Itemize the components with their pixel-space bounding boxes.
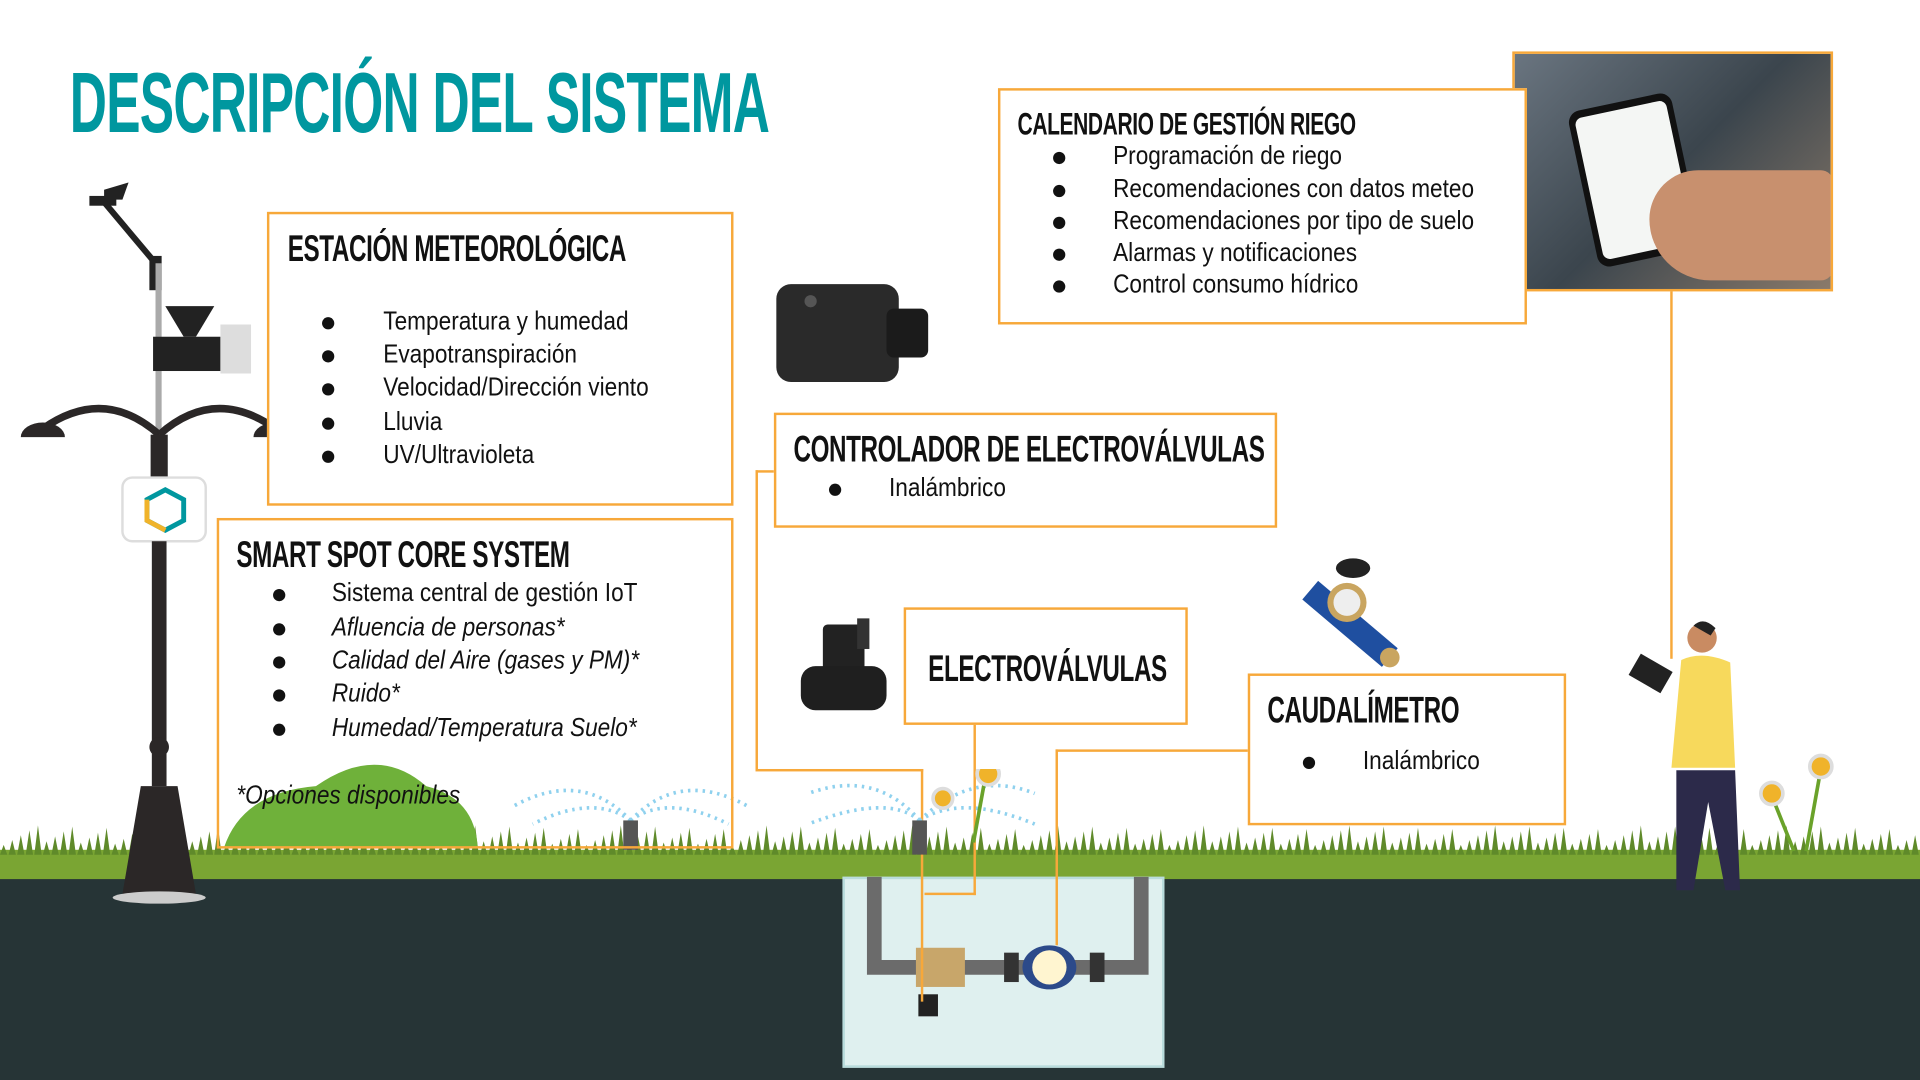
controller-image	[776, 284, 929, 383]
bullet-icon	[1053, 184, 1066, 198]
list-item: Programación de riego	[1113, 142, 1343, 171]
connector-line	[1670, 291, 1673, 659]
flowers-icon	[1758, 753, 1834, 852]
options-note: *Opciones disponibles	[236, 781, 461, 810]
bullet-icon	[322, 317, 335, 330]
weather-station-panel: ESTACIÓN METEOROLÓGICA	[266, 211, 734, 506]
list-item: Control consumo hídrico	[1113, 270, 1359, 299]
bullet-icon	[1053, 280, 1066, 293]
bullet-icon	[273, 656, 286, 669]
panel-heading: ESTACIÓN METEOROLÓGICA	[287, 228, 627, 270]
list-item: UV/Ultravioleta	[383, 440, 535, 469]
list-item: Velocidad/Dirección viento	[383, 373, 649, 402]
sprinkler-icon	[807, 768, 1036, 855]
bullet-icon	[273, 623, 286, 636]
electrovalves-panel: ELECTROVÁLVULAS	[903, 607, 1188, 725]
panel-heading: CONTROLADOR DE ELECTROVÁLVULAS	[793, 429, 1265, 471]
page-title: DESCRIPCIÓN DEL SISTEMA	[69, 55, 770, 151]
connector-line	[920, 768, 924, 1002]
weather-station-lamppost-icon	[20, 182, 298, 904]
flow-meter-image	[1302, 558, 1400, 668]
bullet-icon	[828, 483, 842, 496]
panel-heading: CAUDALÍMETRO	[1267, 690, 1460, 732]
bullet-icon	[1302, 756, 1316, 769]
connector-line	[755, 470, 758, 771]
connector-line	[1055, 749, 1249, 752]
connector-line	[755, 768, 924, 772]
panel-heading: SMART SPOT CORE SYSTEM	[236, 535, 570, 576]
bullet-icon	[322, 417, 335, 430]
hand	[1649, 170, 1831, 281]
bullet-icon	[322, 350, 335, 363]
pipe-assembly-icon	[866, 876, 1149, 1017]
panel-heading: ELECTROVÁLVULAS	[928, 648, 1167, 690]
panel-heading: CALENDARIO DE GESTIÓN RIEGO	[1017, 105, 1357, 143]
connector-line	[1055, 749, 1058, 946]
bullet-icon	[322, 383, 335, 396]
electrovalve-image	[800, 618, 887, 711]
bullet-icon	[322, 450, 335, 463]
list-item: Inalámbrico	[1362, 746, 1480, 776]
connector-line	[973, 723, 976, 896]
valve-controller-panel: CONTROLADOR DE ELECTROVÁLVULAS	[773, 412, 1278, 528]
connector-line	[755, 470, 774, 473]
bullet-icon	[1053, 216, 1066, 229]
list-item: Sistema central de gestión IoT	[331, 579, 638, 608]
list-item: Ruido*	[331, 679, 400, 708]
phone-app-photo	[1512, 51, 1834, 292]
bush-icon	[224, 764, 478, 848]
bullet-icon	[273, 723, 286, 736]
list-item: Inalámbrico	[888, 473, 1006, 503]
bullet-icon	[273, 689, 286, 702]
bullet-icon	[1053, 248, 1066, 261]
list-item: Temperatura y humedad	[383, 307, 629, 336]
list-item: Recomendaciones por tipo de suelo	[1113, 206, 1475, 236]
irrigation-calendar-panel: CALENDARIO DE GESTIÓN RIEGO	[997, 88, 1527, 325]
smart-spot-panel: SMART SPOT CORE SYSTEM	[216, 517, 734, 849]
list-item: Afluencia de personas*	[331, 613, 565, 642]
person-with-tablet-icon	[1628, 621, 1741, 891]
bullet-icon	[1053, 151, 1066, 165]
list-item: Humedad/Temperatura Suelo*	[331, 713, 637, 743]
list-item: Lluvia	[383, 407, 443, 436]
list-item: Evapotranspiración	[383, 340, 577, 369]
connector-line	[924, 892, 976, 896]
list-item: Calidad del Aire (gases y PM)*	[331, 646, 640, 675]
list-item: Recomendaciones con datos meteo	[1113, 175, 1475, 204]
bullet-icon	[273, 588, 286, 602]
list-item: Alarmas y notificaciones	[1113, 238, 1358, 267]
flow-meter-panel: CAUDALÍMETRO	[1247, 673, 1567, 826]
